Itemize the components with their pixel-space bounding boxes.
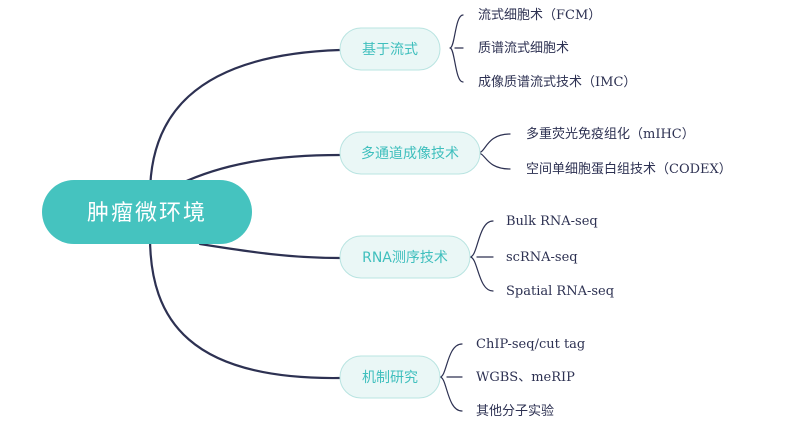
leaf-2-0[interactable]: Bulk RNA-seq	[506, 214, 598, 229]
connector-branch-1	[178, 153, 342, 186]
connector-branch-2	[198, 242, 342, 260]
branch-node-0-shape	[339, 27, 441, 71]
root-node-shape	[42, 180, 252, 244]
branch-node-2-shape	[339, 235, 471, 279]
leaf-0-1[interactable]: 质谱流式细胞术	[478, 41, 569, 56]
bracket-branch-0	[449, 14, 464, 83]
branch-label-1: 多通道成像技术	[361, 145, 459, 162]
branch-label-3: 机制研究	[362, 370, 418, 386]
leaf-3-0[interactable]: ChIP-seq/cut tag	[476, 337, 585, 352]
leaf-2-2[interactable]: Spatial RNA-seq	[506, 284, 614, 299]
branch-node-0[interactable]: 基于流式	[339, 27, 441, 71]
leaf-3-2[interactable]: 其他分子实验	[476, 403, 554, 419]
branch-node-1[interactable]: 多通道成像技术	[339, 131, 481, 175]
bracket-branch-3	[439, 343, 463, 412]
bracket-branch-1	[477, 133, 511, 170]
root-label: 肿瘤微环境	[87, 201, 207, 226]
leaf-2-1[interactable]: scRNA-seq	[506, 250, 578, 265]
leaf-0-0[interactable]: 流式细胞术（FCM）	[478, 8, 601, 23]
branch-node-3[interactable]: 机制研究	[339, 355, 441, 399]
branch-label-0: 基于流式	[362, 41, 418, 58]
branch-label-2: RNA测序技术	[362, 250, 448, 266]
leaf-1-0[interactable]: 多重荧光免疫组化（mIHC）	[526, 126, 695, 142]
leaf-3-1[interactable]: WGBS、meRIP	[476, 370, 575, 385]
branch-node-1-shape	[339, 131, 481, 175]
branch-node-3-shape	[339, 355, 441, 399]
bracket-branch-2	[469, 220, 494, 292]
root-node[interactable]: 肿瘤微环境	[42, 180, 252, 244]
leaf-0-2[interactable]: 成像质谱流式技术（IMC）	[478, 75, 636, 90]
leaf-1-1[interactable]: 空间单细胞蛋白组技术（CODEX）	[526, 161, 732, 177]
branch-node-2[interactable]: RNA测序技术	[339, 235, 471, 279]
connector-branch-0	[148, 48, 342, 197]
connector-branch-3	[148, 235, 342, 380]
